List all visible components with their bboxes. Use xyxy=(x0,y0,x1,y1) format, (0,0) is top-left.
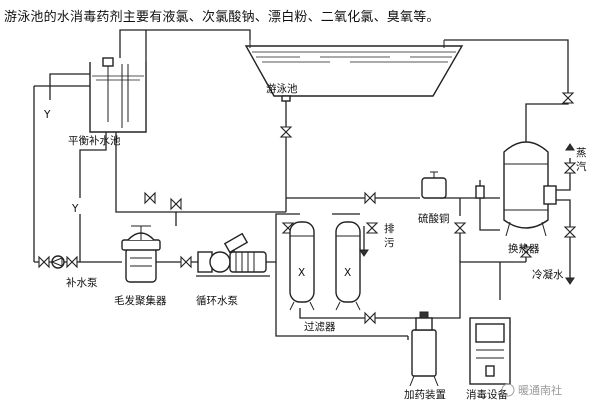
svg-text:X: X xyxy=(298,267,305,279)
swimming-pool xyxy=(244,40,464,102)
watermark-text: 暖通南社 xyxy=(518,383,562,397)
condensate-arrow-icon xyxy=(565,277,575,285)
label-makeup-pump: 补水泵 xyxy=(66,276,98,289)
label-dosing-device: 加药装置 xyxy=(404,388,446,401)
drain-arrow-icon xyxy=(359,244,369,257)
label-pool: 游泳池 xyxy=(266,82,298,95)
label-drain-line2: 污 xyxy=(384,237,395,249)
label-balance-tank: 平衡补水池 xyxy=(68,134,121,147)
watermark: 暖通南社 xyxy=(501,383,562,397)
label-filter: 过滤器 xyxy=(304,320,336,333)
hair-collector xyxy=(121,225,161,283)
circulation-pump xyxy=(196,232,270,277)
svg-text:X: X xyxy=(344,267,351,279)
label-circulation-pump: 循环水泵 xyxy=(196,294,238,307)
balance-tank xyxy=(89,57,147,133)
copper-sulfate-tank xyxy=(421,171,485,199)
label-copper-sulfate: 硫酸铜 xyxy=(418,212,450,225)
filter-right: X xyxy=(335,221,361,311)
overflow-marker-left: Y xyxy=(43,109,51,121)
label-steam-line1: 蒸 xyxy=(576,147,587,159)
heat-exchanger xyxy=(503,141,557,237)
label-disinfection-equipment: 消毒设备 xyxy=(466,388,508,401)
filter-left: X xyxy=(289,221,315,311)
label-hair-collector: 毛发聚集器 xyxy=(114,294,167,307)
label-drain-line1: 排 xyxy=(384,222,395,235)
label-heat-exchanger: 换热器 xyxy=(508,242,540,255)
disinfection-equipment xyxy=(469,317,511,385)
label-steam-line2: 汽 xyxy=(576,160,587,173)
piping xyxy=(33,29,571,340)
overflow-marker-bottom: Y xyxy=(71,203,79,215)
caption: 游泳池的水消毒药剂主要有液氯、次氯酸钠、漂白粉、二氧化氯、臭氧等。 xyxy=(4,10,440,25)
makeup-pump xyxy=(50,255,65,269)
label-condensate: 冷凝水 xyxy=(532,268,564,281)
steam-arrow-icon xyxy=(565,143,575,151)
dosing-device xyxy=(409,311,439,387)
